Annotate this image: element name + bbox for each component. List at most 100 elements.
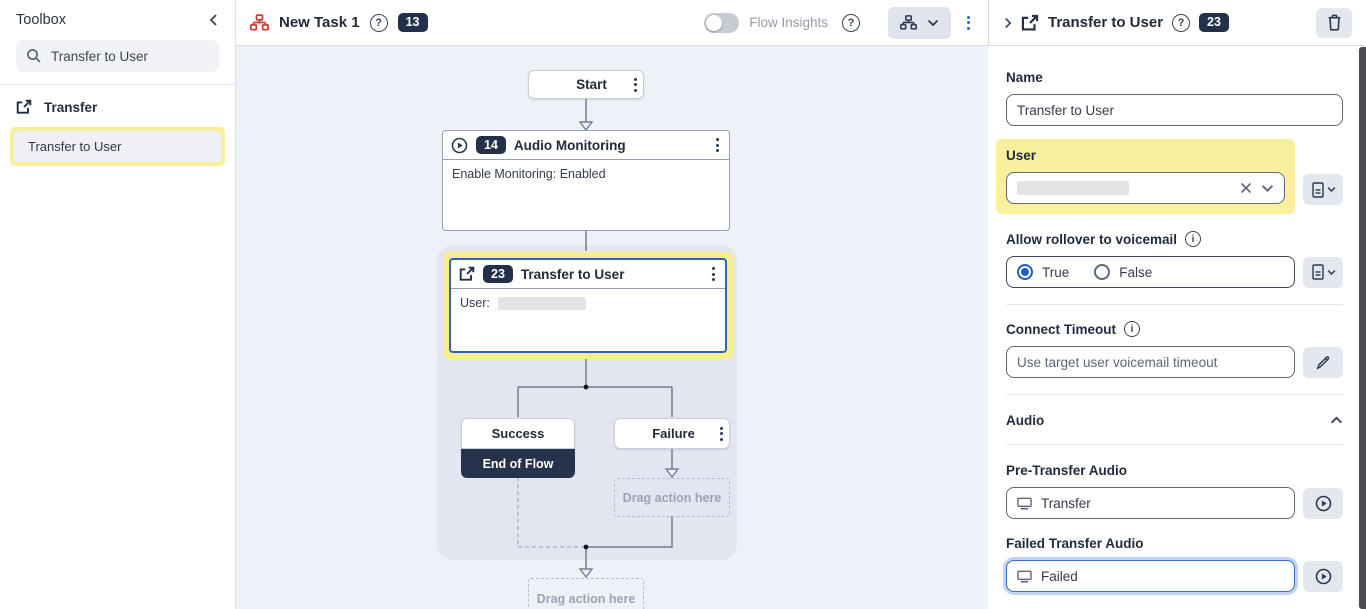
redacted-user-value: [1017, 181, 1129, 195]
failed-transfer-audio-input[interactable]: Failed: [1006, 560, 1295, 592]
play-circle-icon: [1315, 568, 1331, 584]
audio-monitoring-summary: Enable Monitoring: Enabled: [452, 167, 606, 181]
failed-transfer-audio-label: Failed Transfer Audio: [1006, 536, 1144, 551]
panel-help-icon[interactable]: ?: [1172, 13, 1191, 32]
task-title: New Task 1: [279, 14, 360, 31]
transfer-badge: 23: [483, 264, 513, 284]
connect-timeout-edit-button[interactable]: [1303, 346, 1343, 378]
panel-scrollbar[interactable]: [1359, 47, 1366, 609]
panel-expand-icon[interactable]: [1003, 16, 1012, 30]
start-label: Start: [576, 77, 607, 92]
success-label: Success: [491, 426, 545, 441]
pre-transfer-play-button[interactable]: [1303, 487, 1343, 519]
flow-insights-help-icon[interactable]: ?: [842, 13, 860, 32]
flow-canvas[interactable]: Start 14 Audio Monitoring Enable Monitor…: [236, 46, 988, 609]
document-icon: [1311, 181, 1324, 198]
connect-timeout-input[interactable]: Use target user voicemail timeout: [1006, 346, 1295, 378]
properties-panel: Name User Allow rollover to voicemail i: [988, 46, 1358, 609]
toolbox-item-highlight: Transfer to User: [10, 127, 225, 166]
prompt-icon: [1017, 497, 1032, 509]
search-icon: [26, 48, 42, 64]
flow-layout-icon: [900, 15, 917, 30]
pre-transfer-audio-input[interactable]: Transfer: [1006, 487, 1295, 519]
node-audio-monitoring[interactable]: 14 Audio Monitoring Enable Monitoring: E…: [442, 130, 730, 231]
pre-transfer-audio-value: Transfer: [1041, 495, 1091, 511]
task-help-icon[interactable]: ?: [369, 13, 388, 32]
panel-divider: [1006, 394, 1343, 395]
pre-transfer-audio-label: Pre-Transfer Audio: [1006, 463, 1128, 478]
panel-divider: [1006, 304, 1343, 305]
node-transfer-highlight: 23 Transfer to User User:: [443, 252, 733, 359]
name-label: Name: [1006, 70, 1043, 85]
user-expression-button[interactable]: [1303, 174, 1343, 205]
audio-monitoring-menu-icon[interactable]: [710, 134, 725, 156]
flow-insights-toggle[interactable]: [704, 12, 740, 33]
user-select[interactable]: [1006, 172, 1285, 204]
start-menu-icon[interactable]: [628, 74, 643, 96]
toolbox-category-transfer[interactable]: Transfer: [0, 85, 235, 125]
panel-divider: [1006, 444, 1343, 445]
node-transfer-to-user[interactable]: 23 Transfer to User User:: [449, 258, 727, 353]
user-field-highlight: User: [996, 139, 1295, 214]
toolbox-title: Toolbox: [16, 12, 66, 28]
external-link-icon: [1021, 14, 1039, 32]
external-link-icon: [16, 99, 32, 115]
task-flow-icon: [250, 14, 269, 31]
connect-timeout-value: Use target user voicemail timeout: [1017, 354, 1218, 370]
rollover-false-label: False: [1119, 264, 1153, 280]
prompt-icon: [1017, 570, 1032, 582]
audio-section-header[interactable]: Audio: [1006, 411, 1343, 430]
audio-section-label: Audio: [1006, 413, 1045, 428]
drop-target-bottom[interactable]: Drag action here: [528, 578, 644, 609]
failed-transfer-audio-value: Failed: [1041, 568, 1078, 584]
failure-menu-icon[interactable]: [714, 423, 729, 445]
rollover-label: Allow rollover to voicemail i: [1006, 231, 1343, 247]
external-link-icon: [459, 266, 475, 282]
rollover-radio-group: True False: [1006, 256, 1295, 288]
clear-user-icon[interactable]: [1240, 182, 1252, 194]
node-failure[interactable]: Failure: [614, 418, 730, 449]
rollover-false-radio[interactable]: [1094, 264, 1111, 280]
failed-transfer-play-button[interactable]: [1303, 560, 1343, 592]
toolbox-sidebar: Toolbox Transfer Transfer to User: [0, 0, 249, 609]
task-count-badge: 13: [397, 13, 428, 32]
chevron-down-icon: [1327, 187, 1335, 193]
node-end-of-flow[interactable]: End of Flow: [461, 449, 575, 478]
toolbox-search[interactable]: [16, 40, 249, 72]
document-icon: [1311, 264, 1324, 280]
rollover-true-radio[interactable]: [1017, 264, 1033, 280]
chevron-up-icon: [1330, 416, 1343, 424]
node-success[interactable]: Success: [461, 418, 575, 449]
info-icon[interactable]: i: [1124, 321, 1141, 337]
connect-timeout-label: Connect Timeout i: [1006, 321, 1343, 337]
chevron-down-icon: [927, 19, 939, 26]
delete-action-button[interactable]: [1316, 7, 1352, 38]
play-circle-icon: [451, 137, 468, 154]
panel-count-badge: 23: [1199, 13, 1229, 32]
sidebar-divider: [0, 84, 235, 85]
play-circle-icon: [1315, 495, 1331, 511]
flow-insights-label: Flow Insights: [749, 15, 828, 30]
trash-icon: [1328, 14, 1340, 31]
audio-monitoring-badge: 14: [476, 135, 506, 155]
chevron-down-icon[interactable]: [1261, 184, 1274, 193]
collapse-sidebar-icon[interactable]: [209, 13, 219, 27]
layout-view-button[interactable]: [888, 6, 951, 39]
name-input-field[interactable]: [1017, 102, 1332, 118]
flow-connectors: [517, 98, 680, 579]
info-icon[interactable]: i: [1185, 231, 1202, 247]
rollover-true-label: True: [1042, 264, 1070, 280]
category-label: Transfer: [44, 99, 98, 115]
top-bar: New Task 1 ? 13 Flow Insights ? Transfer…: [236, 0, 1366, 46]
drop-target-failure[interactable]: Drag action here: [614, 478, 730, 517]
name-input[interactable]: [1006, 94, 1343, 126]
transfer-menu-icon[interactable]: [706, 263, 721, 285]
transfer-title: Transfer to User: [520, 266, 625, 282]
chevron-down-icon: [1327, 269, 1335, 275]
node-start[interactable]: Start: [528, 70, 644, 99]
rollover-expression-button[interactable]: [1303, 256, 1343, 288]
canvas-menu-icon[interactable]: [961, 12, 976, 34]
search-input[interactable]: [51, 48, 228, 64]
audio-monitoring-title: Audio Monitoring: [513, 137, 626, 153]
toolbox-item-transfer-to-user[interactable]: Transfer to User: [14, 131, 221, 162]
